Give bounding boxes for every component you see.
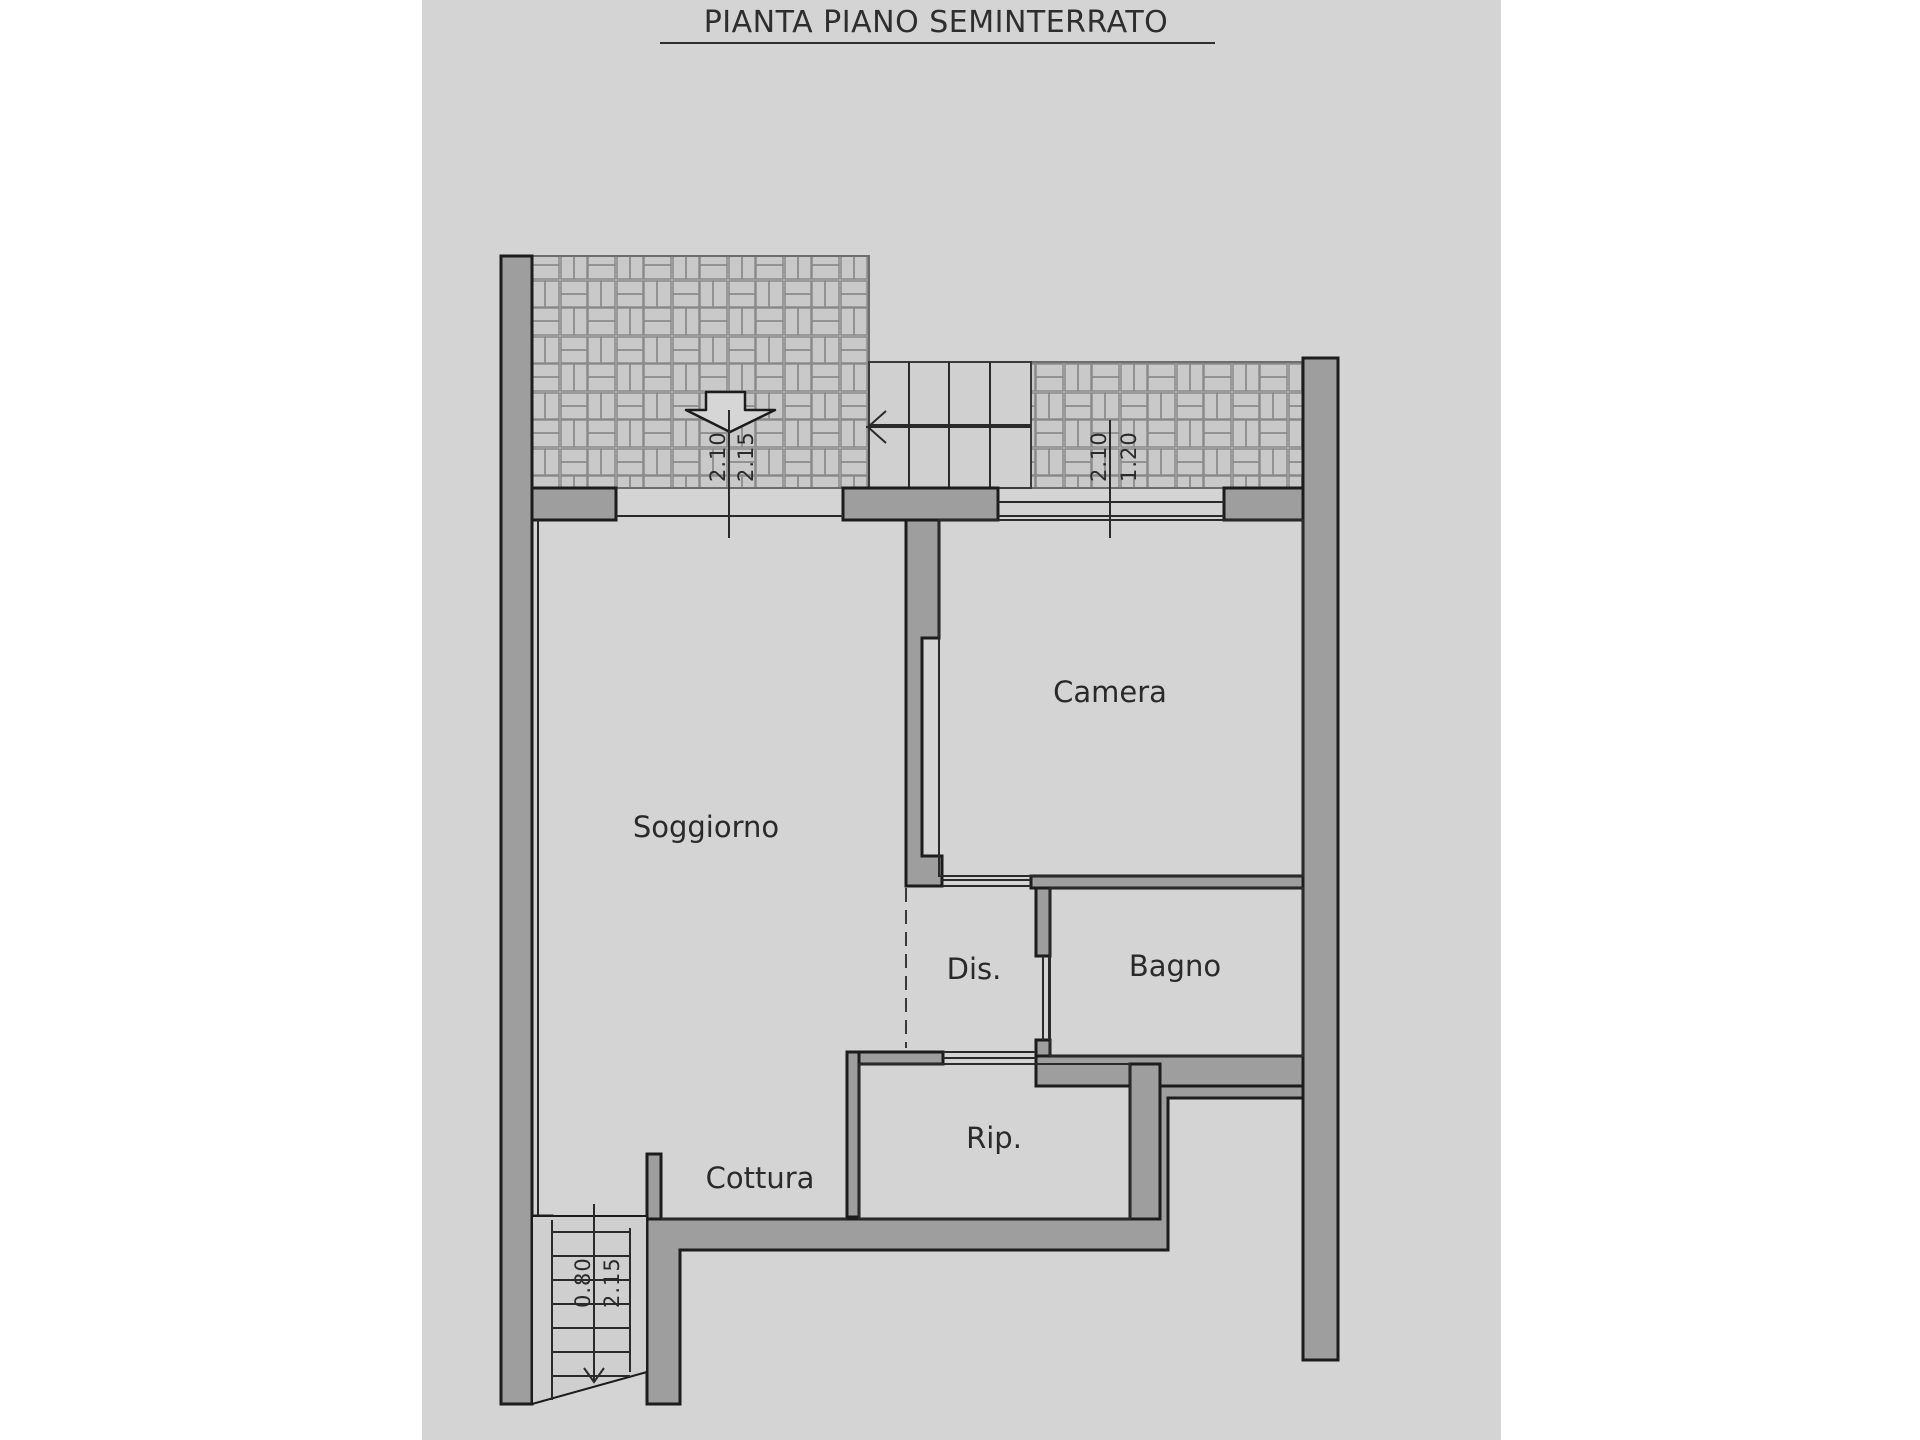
svg-text:2.15: 2.15: [734, 431, 758, 482]
room-label-bagno: Bagno: [1129, 949, 1221, 983]
svg-text:2.15: 2.15: [600, 1257, 624, 1308]
svg-text:2.10: 2.10: [706, 431, 730, 482]
room-label-rip: Rip.: [966, 1121, 1022, 1155]
entrance-arrow-icon: [684, 390, 777, 434]
left-window-dimensions: 2.10 2.15: [706, 431, 758, 482]
room-label-cottura: Cottura: [706, 1161, 815, 1195]
steps-direction-arrow-icon: [866, 410, 1031, 444]
room-label-dis: Dis.: [947, 952, 1002, 986]
stair-direction-arrow-icon: [583, 1367, 605, 1384]
svg-text:1.20: 1.20: [1117, 431, 1141, 482]
top-windows: [616, 410, 1224, 538]
room-label-soggiorno: Soggiorno: [633, 810, 779, 844]
room-label-camera: Camera: [1053, 675, 1167, 709]
svg-text:0.80: 0.80: [571, 1257, 595, 1308]
svg-text:2.10: 2.10: [1087, 431, 1111, 482]
right-window-dimensions: 2.10 1.20: [1087, 431, 1141, 482]
basement-stair: [531, 1204, 648, 1406]
drawing-title: PIANTA PIANO SEMINTERRATO: [704, 5, 1169, 40]
entry-steps: [868, 361, 1032, 489]
door-openings: [942, 879, 1050, 1059]
stair-door-dimensions: 0.80 2.15: [571, 1257, 624, 1308]
paved-courtyard-left: [531, 255, 870, 489]
paved-courtyard-right: [1030, 361, 1304, 489]
